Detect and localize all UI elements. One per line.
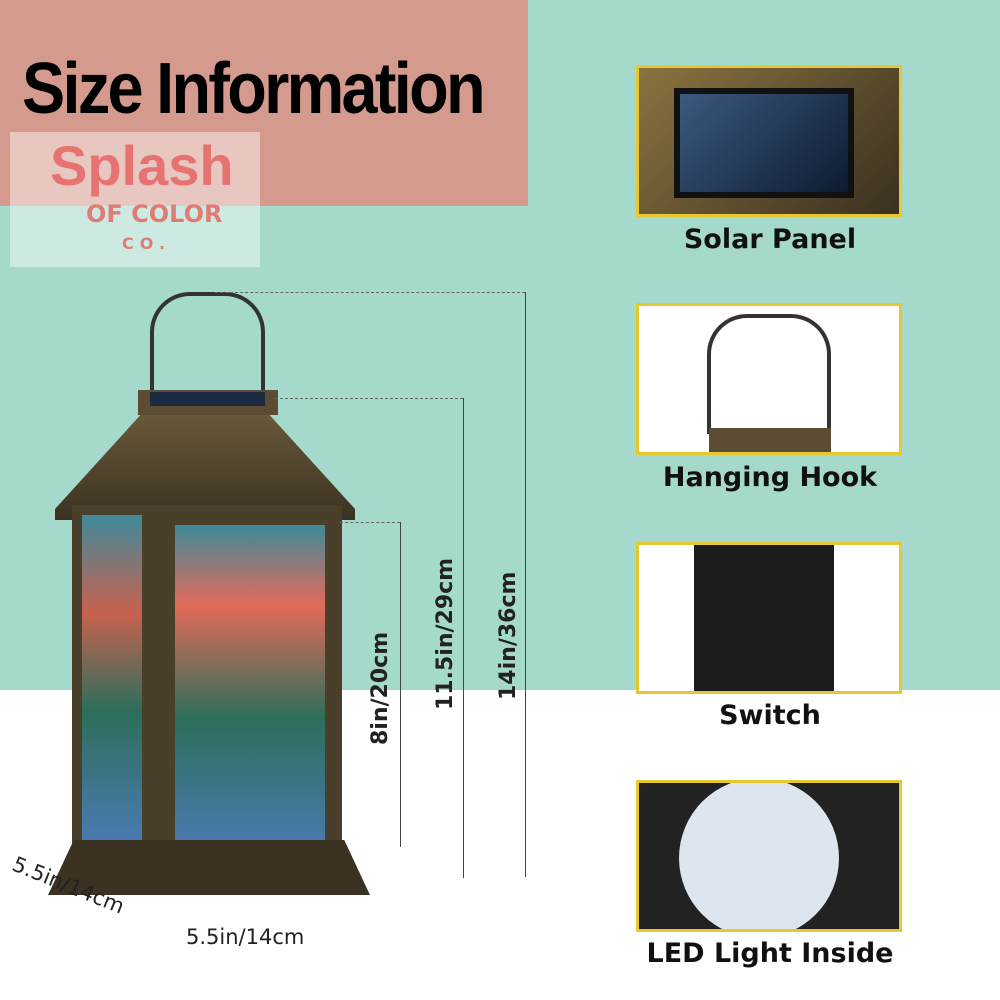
watermark-line3: CO. [122,234,172,253]
hanging-hook-photo [636,303,902,455]
dim-guide [275,398,463,399]
switch-photo [636,542,902,694]
watermark-line1: Splash [50,134,234,197]
width-label: 5.5in/14cm [186,925,305,949]
lantern-roof [55,410,355,520]
dim-line-total [525,292,526,877]
peacock-panel-front [175,525,325,847]
panel-height-label: 8in/20cm [368,631,393,745]
led-light-photo [636,780,902,932]
dim-guide [340,522,400,523]
lantern-base [48,840,370,895]
watermark-logo: Splash OF COLOR CO. [10,132,260,267]
feature-label: Hanging Hook [662,462,878,493]
solar-panel-photo [636,65,902,217]
dim-guide [215,292,525,293]
led-light-icon [679,783,839,929]
page-title: Size Information [22,49,486,129]
lantern-top [709,428,831,452]
lantern-solar-panel [150,392,265,406]
watermark-line2: OF COLOR [86,200,223,228]
solar-panel-icon [674,88,854,198]
title-band [0,0,528,206]
feature-label: Switch [719,700,821,731]
hanging-hook-icon [707,314,831,434]
peacock-panel-side [82,515,142,840]
feature-label: Solar Panel [683,224,857,255]
lantern-handle [150,292,265,397]
total-height-label: 14in/36cm [496,571,521,700]
dim-line-body [463,398,464,878]
body-height-label: 11.5in/29cm [433,557,458,710]
switch-icon [694,545,834,691]
feature-label: LED Light Inside [646,938,894,969]
dim-line-panel [400,522,401,847]
